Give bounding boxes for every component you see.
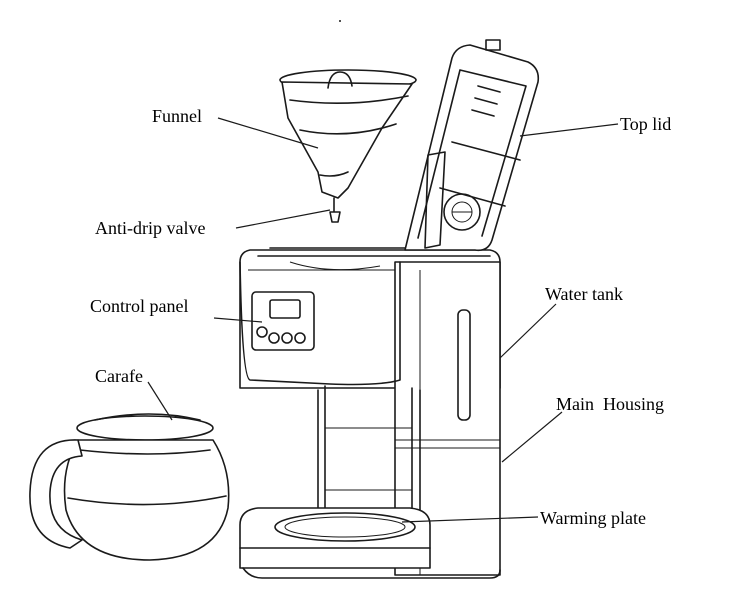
stray-dot [339,20,341,22]
label-funnel: Funnel [152,106,202,126]
label-anti-drip-valve: Anti-drip valve [95,218,205,238]
label-warming-plate: Warming plate [540,508,646,528]
leader-main-housing [501,411,563,463]
leader-warming-plate [401,516,539,523]
funnel-drawing [279,69,417,223]
carafe-drawing [29,413,230,561]
leader-carafe [147,381,173,421]
label-control-panel: Control panel [90,296,188,316]
leader-control-panel [213,317,263,323]
leader-water-tank [499,303,557,359]
top-lid-drawing [404,39,540,252]
leader-anti-drip-valve [235,209,331,229]
label-main-housing: Main Housing [556,394,664,414]
control-panel-drawing [251,291,315,351]
leader-top-lid [519,123,619,137]
leader-lines [147,117,619,523]
label-carafe: Carafe [95,366,143,386]
label-water-tank: Water tank [545,284,623,304]
label-top-lid: Top lid [620,114,671,134]
main-housing-drawing [239,247,501,579]
leader-funnel [217,117,319,149]
